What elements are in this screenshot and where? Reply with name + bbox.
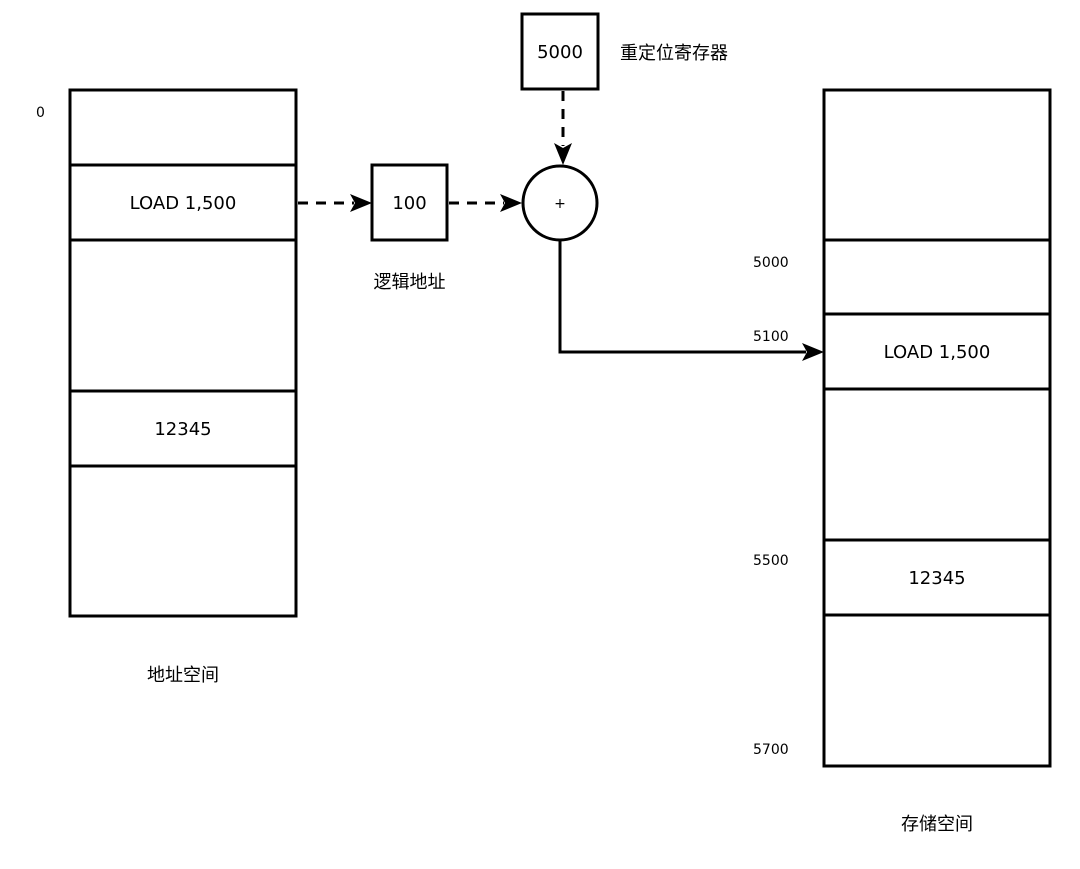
storage-space-instruction-cell: LOAD 1,500 [884, 342, 991, 363]
relocation-register-caption: 重定位寄存器 [620, 43, 728, 64]
storage-space-frame [822, 88, 1052, 768]
arrow-adder-to-physical-address [558, 241, 824, 361]
logical-address: 100 逻辑地址 [370, 163, 449, 293]
storage-space-caption: 存储空间 [901, 814, 973, 835]
address-space: LOAD 1,500 12345 0 地址空间 [36, 88, 298, 686]
storage-address-label: 5100 [753, 329, 789, 345]
relocation-register-value: 5000 [537, 42, 583, 63]
logical-address-caption: 逻辑地址 [374, 272, 446, 293]
logical-address-value: 100 [392, 193, 426, 214]
address-space-caption: 地址空间 [147, 665, 219, 686]
adder: + [521, 164, 599, 242]
logical-address-box [370, 163, 449, 242]
address-space-instruction-cell: LOAD 1,500 [130, 193, 237, 214]
storage-space: LOAD 1,500 12345 5000 5100 5500 5700 存储空… [753, 88, 1052, 835]
adder-symbol: + [554, 196, 566, 212]
storage-address-label: 5500 [753, 553, 789, 569]
arrow-logical-address-to-adder [449, 194, 522, 212]
storage-address-label: 5700 [753, 742, 789, 758]
arrow-instruction-to-logical-address [298, 194, 372, 212]
address-space-start-label: 0 [36, 105, 45, 121]
adder-circle [521, 164, 599, 242]
arrow-register-to-adder [554, 91, 572, 165]
storage-space-data-cell: 12345 [908, 568, 965, 589]
relocation-register: 5000 重定位寄存器 [520, 12, 728, 91]
storage-address-label: 5000 [753, 255, 789, 271]
address-space-data-cell: 12345 [154, 419, 211, 440]
relocation-register-box [520, 12, 600, 91]
address-space-frame [68, 88, 298, 618]
